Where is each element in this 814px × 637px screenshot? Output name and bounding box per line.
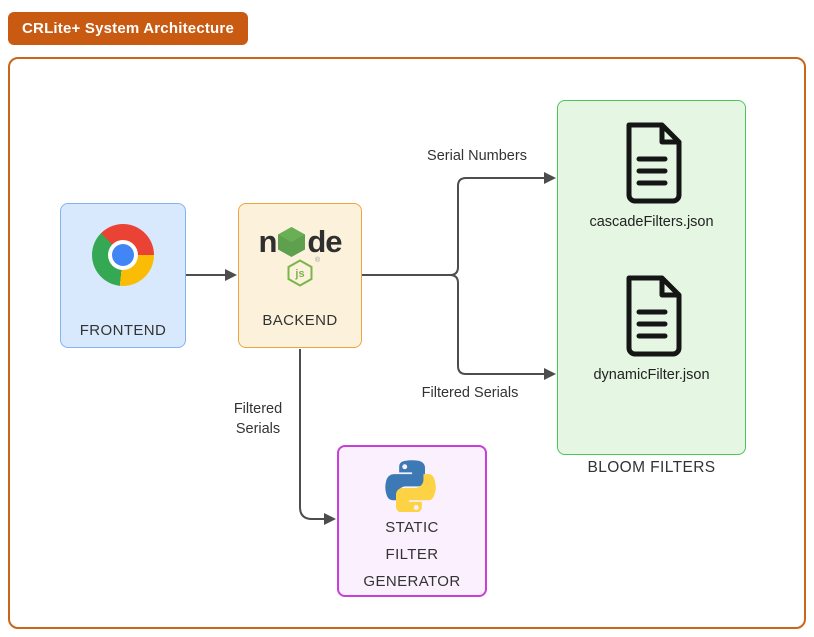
chrome-icon (92, 224, 154, 286)
dynamic-filter-file: dynamicFilter.json (593, 274, 710, 383)
backend-node: n de js ® BACKEND (238, 203, 362, 348)
generator-label-line: STATIC (385, 519, 439, 536)
document-icon (626, 275, 682, 357)
frontend-node: FRONTEND (60, 203, 186, 348)
bloom-filters-label: BLOOM FILTERS (587, 459, 716, 476)
static-filter-generator-node: STATIC FILTER GENERATOR (337, 445, 487, 597)
python-icon (385, 460, 436, 512)
dynamic-filter-label: dynamicFilter.json (593, 367, 710, 383)
edge-label-filtered-serials-vertical: Filtered Serials (198, 399, 318, 439)
generator-label-line: GENERATOR (363, 573, 461, 590)
cascade-filters-file: cascadeFilters.json (589, 121, 714, 230)
bloom-filters-container: cascadeFilters.json dynamicFilter.json (557, 100, 746, 455)
registered-mark: ® (314, 257, 320, 264)
nodejs-hexagon-icon (278, 226, 306, 257)
document-icon (626, 122, 682, 204)
svg-text:js: js (294, 268, 304, 280)
edge-label-filtered-serials: Filtered Serials (421, 385, 519, 401)
nodejs-word-left: n (258, 224, 277, 259)
edge-label-line: Filtered (233, 401, 283, 417)
edge-label-line: Serials (235, 421, 281, 437)
generator-label: STATIC FILTER GENERATOR (363, 514, 460, 595)
backend-label: BACKEND (262, 312, 338, 329)
nodejs-icon: n de js ® (258, 224, 343, 292)
diagram-frame (8, 57, 806, 629)
frontend-label: FRONTEND (79, 322, 167, 339)
edge-label-serial-numbers: Serial Numbers (427, 148, 527, 164)
generator-label-line: FILTER (385, 546, 439, 563)
nodejs-js-badge: js ® (287, 257, 320, 292)
nodejs-word-right: de (307, 224, 342, 259)
cascade-filters-label: cascadeFilters.json (589, 214, 714, 230)
diagram-title: CRLite+ System Architecture (8, 12, 248, 45)
